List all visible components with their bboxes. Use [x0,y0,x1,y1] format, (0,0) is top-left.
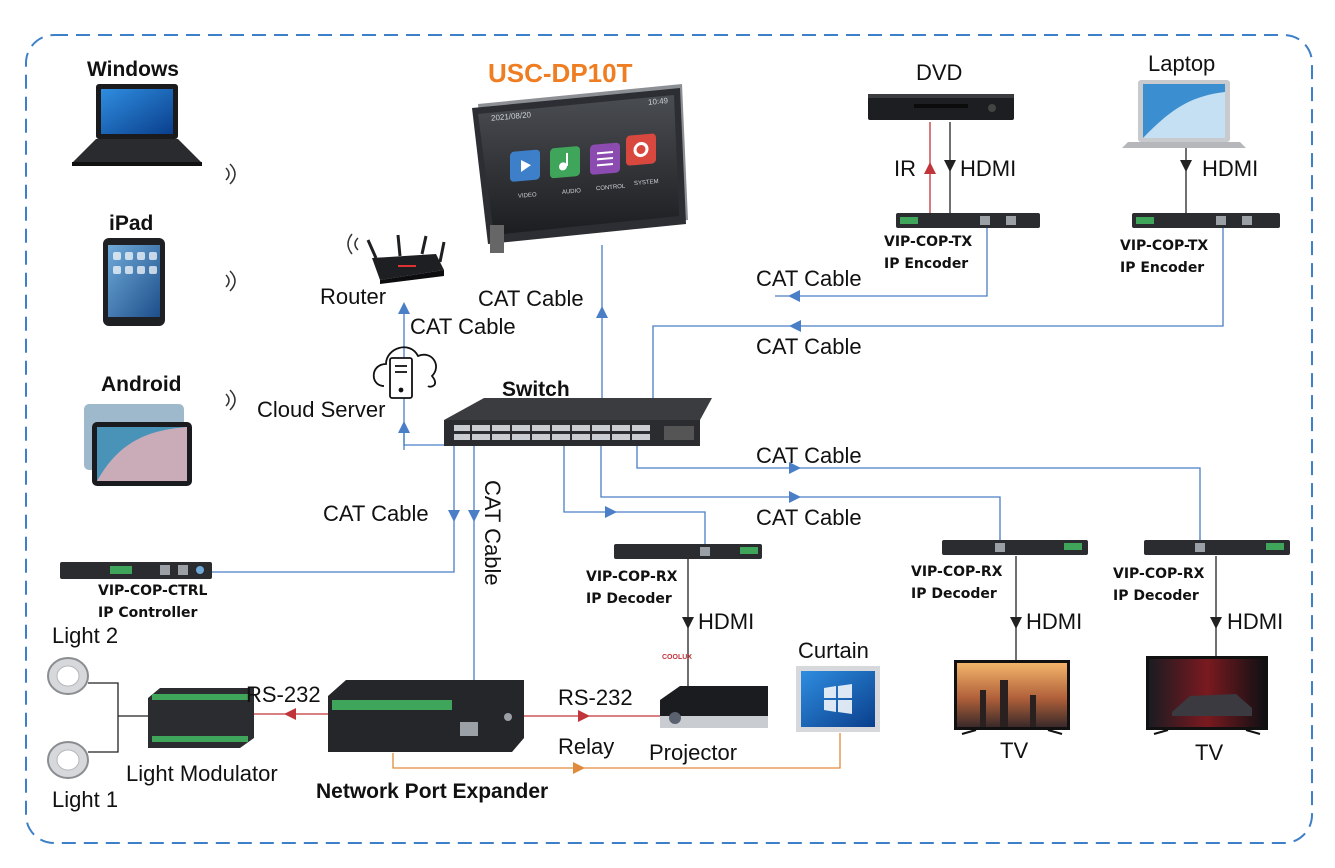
light-1-label: Light 1 [52,787,119,812]
curtain-screen-icon [796,666,880,732]
curtain-label: Curtain [798,638,869,663]
cloud-server-label: Cloud Server [257,397,386,422]
rs232-arrow-left [284,708,296,720]
decoder-projector-desc: IP Decoder [586,591,672,607]
hdmi-tv2-label: HDMI [1227,609,1284,634]
cat-cable-expander-label: CAT Cable [480,480,505,586]
tv-2-icon [1146,656,1268,735]
android-label: Android [101,373,182,396]
router-label: Router [320,284,387,309]
tv-2-label: TV [1195,740,1224,765]
ir-label: IR [894,156,916,181]
decoder-tv2-model: VIP-COP-RX [1113,566,1205,582]
rs232-projector-label: RS-232 [558,685,633,710]
network-switch-icon [444,398,712,446]
relay-label: Relay [558,734,615,759]
cat-cable-lines [205,225,1224,727]
light-modulator-label: Light Modulator [126,761,278,786]
dvd-label: DVD [916,60,963,85]
encoder-laptop-icon [1132,213,1280,228]
encoder-dvd-icon [896,213,1040,228]
router-icon [366,234,446,284]
android-tablet-icon [84,404,192,486]
usc-dp10t-panel-icon [472,84,688,253]
hdmi-arrows [682,160,1222,629]
windows-label: Windows [87,58,179,81]
cat-cable-dvd-label: CAT Cable [756,266,862,291]
rs232-arrow-right [578,710,590,722]
light-1-icon [47,741,89,779]
encoder-dvd-model: VIP-COP-TX [884,234,973,250]
decoder-tv2-desc: IP Decoder [1113,588,1199,604]
light-2-icon [47,657,89,695]
ir-arrow [924,162,936,174]
cat-cable-tv1-label: CAT Cable [756,505,862,530]
projector-icon [660,686,768,728]
tv-1-icon [954,660,1070,735]
projector-brand: COOLUX [662,654,692,661]
hdmi-tv1-label: HDMI [1026,609,1083,634]
light-2-label: Light 2 [52,623,119,648]
cat-cable-arrows [398,290,801,522]
decoder-tv1-desc: IP Decoder [911,586,997,602]
network-port-expander-icon [328,680,524,752]
decoder-tv2-icon [1144,540,1290,555]
windows-laptop-icon [72,84,202,166]
laptop-icon [1122,80,1246,148]
wifi-icons [225,163,359,411]
decoder-tv1-icon [942,540,1088,555]
controller-desc: IP Controller [98,605,198,621]
light-wires [88,682,150,753]
panel-time: 10:49 [647,96,669,107]
ip-controller-icon [60,562,212,579]
network-port-expander-label: Network Port Expander [316,780,549,803]
diagram-title: USC-DP10T [488,58,633,88]
cat-cable-laptop-label: CAT Cable [756,334,862,359]
cat-cable-panel-label: CAT Cable [478,286,584,311]
tv-1-label: TV [1000,738,1029,763]
projector-label: Projector [649,740,738,765]
cloud-server-icon [372,346,437,399]
encoder-laptop-model: VIP-COP-TX [1120,238,1209,254]
cat-cable-tv2-label: CAT Cable [756,443,862,468]
hdmi-laptop-label: HDMI [1202,156,1259,181]
dvd-player-icon [868,94,1014,120]
relay-line [392,733,841,769]
cat-cable-router-label: CAT Cable [410,314,516,339]
encoder-laptop-desc: IP Encoder [1120,260,1205,276]
decoder-tv1-model: VIP-COP-RX [911,564,1003,580]
cat-cable-controller-label: CAT Cable [323,501,429,526]
encoder-dvd-desc: IP Encoder [884,256,969,272]
rs232-modulator-label: RS-232 [246,682,321,707]
outer-border [25,34,1313,844]
light-modulator-icon [148,688,254,748]
ipad-icon [103,238,165,326]
laptop-label: Laptop [1148,51,1216,76]
controller-model: VIP-COP-CTRL [98,583,208,599]
ipad-label: iPad [109,212,154,235]
decoder-projector-model: VIP-COP-RX [586,569,678,585]
hdmi-projector-label: HDMI [698,609,755,634]
switch-label: Switch [502,378,570,401]
relay-arrow [573,762,585,774]
hdmi-dvd-label: HDMI [960,156,1017,181]
decoder-projector-icon [614,544,762,559]
